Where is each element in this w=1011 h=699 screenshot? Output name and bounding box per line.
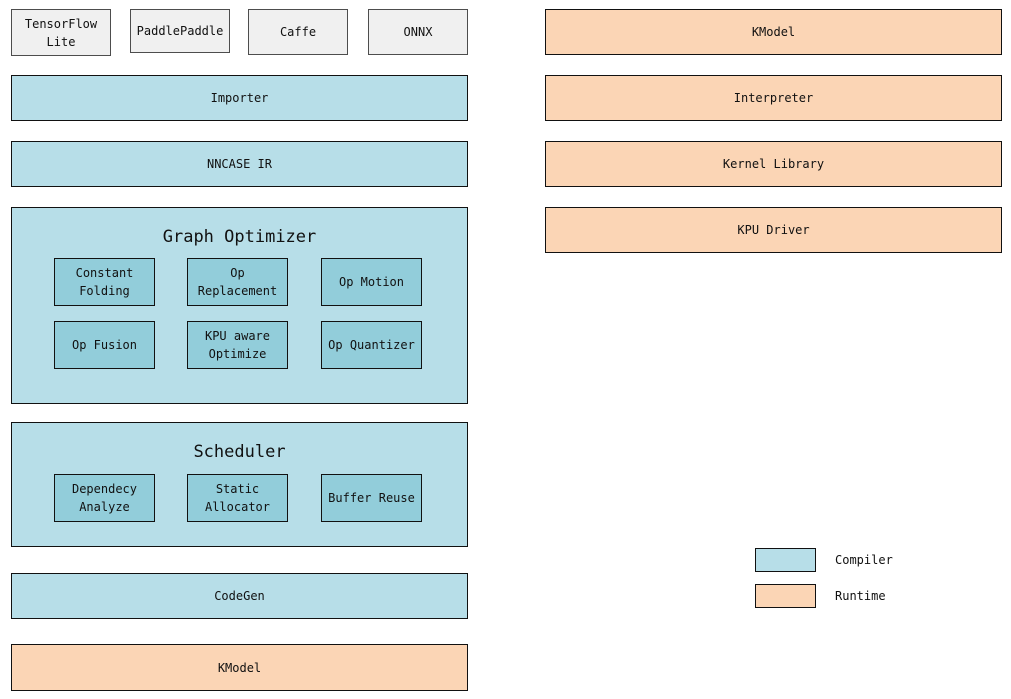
- graph-optimizer-item-op-replacement: Op Replacement: [187, 258, 288, 306]
- scheduler-group: Scheduler Dependecy Analyze Static Alloc…: [11, 422, 468, 547]
- legend-item-runtime: Runtime: [755, 584, 886, 608]
- legend-label-compiler: Compiler: [835, 553, 893, 567]
- graph-optimizer-item-op-motion: Op Motion: [321, 258, 422, 306]
- graph-optimizer-item-op-fusion: Op Fusion: [54, 321, 155, 369]
- framework-box-caffe: Caffe: [248, 9, 348, 55]
- framework-box-paddlepaddle: PaddlePaddle: [130, 9, 230, 53]
- compiler-color-swatch: [755, 548, 816, 572]
- graph-optimizer-item-kpu-aware-optimize: KPU aware Optimize: [187, 321, 288, 369]
- runtime-kpu-driver-box: KPU Driver: [545, 207, 1002, 253]
- runtime-color-swatch: [755, 584, 816, 608]
- runtime-kernel-library-box: Kernel Library: [545, 141, 1002, 187]
- scheduler-title: Scheduler: [193, 442, 286, 462]
- graph-optimizer-item-constant-folding: Constant Folding: [54, 258, 155, 306]
- scheduler-item-buffer-reuse: Buffer Reuse: [321, 474, 422, 522]
- graph-optimizer-item-op-quantizer: Op Quantizer: [321, 321, 422, 369]
- runtime-interpreter-box: Interpreter: [545, 75, 1002, 121]
- framework-box-onnx: ONNX: [368, 9, 468, 55]
- legend-label-runtime: Runtime: [835, 589, 886, 603]
- framework-box-tensorflow-lite: TensorFlow Lite: [11, 9, 111, 56]
- nncase-ir-box: NNCASE IR: [11, 141, 468, 187]
- scheduler-item-dependecy-analyze: Dependecy Analyze: [54, 474, 155, 522]
- graph-optimizer-group: Graph Optimizer Constant Folding Op Repl…: [11, 207, 468, 404]
- kmodel-output-box: KModel: [11, 644, 468, 691]
- runtime-kmodel-box: KModel: [545, 9, 1002, 55]
- scheduler-item-static-allocator: Static Allocator: [187, 474, 288, 522]
- codegen-box: CodeGen: [11, 573, 468, 619]
- graph-optimizer-title: Graph Optimizer: [162, 227, 317, 247]
- importer-box: Importer: [11, 75, 468, 121]
- legend-item-compiler: Compiler: [755, 548, 893, 572]
